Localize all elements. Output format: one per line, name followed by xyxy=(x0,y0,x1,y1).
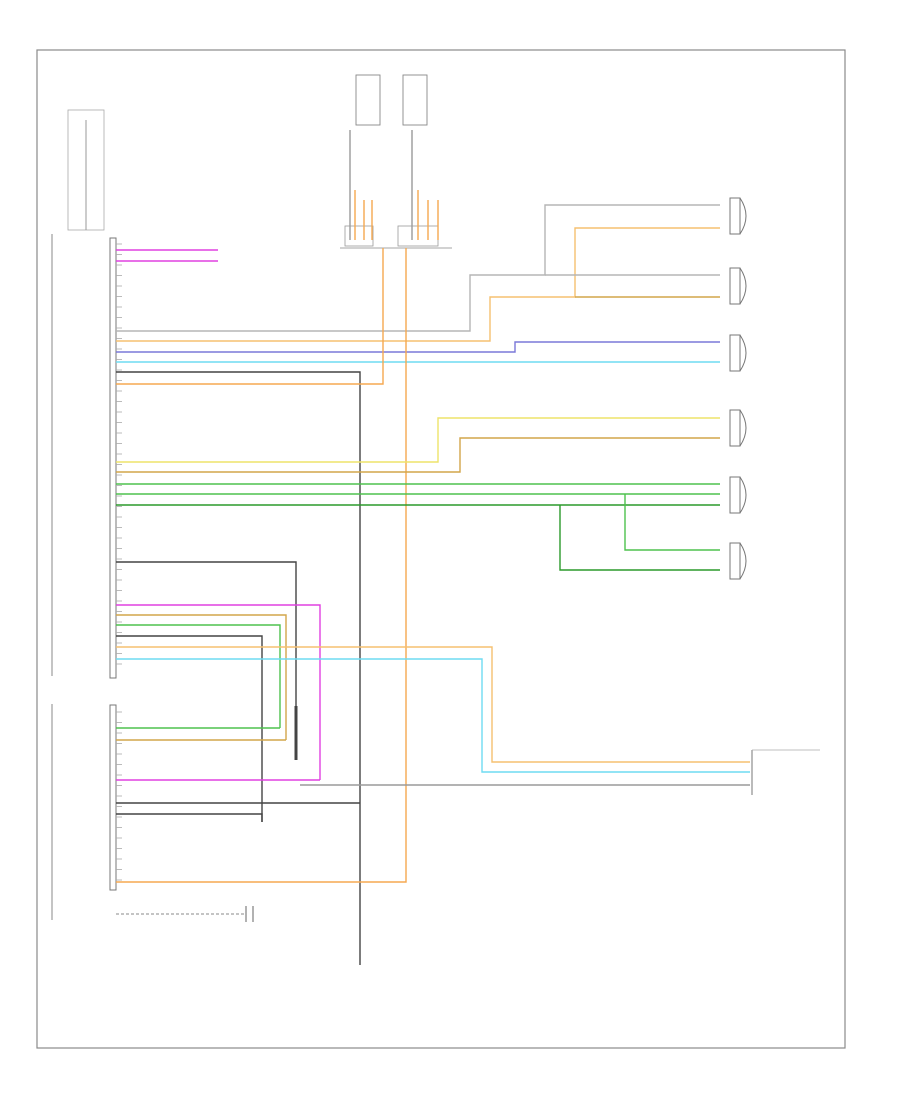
wires-right-door xyxy=(116,483,720,571)
speaker-left-rear xyxy=(729,267,747,305)
wires-left-door xyxy=(116,417,720,473)
speaker-right-door xyxy=(729,476,747,514)
amp-pin-ticks xyxy=(116,711,122,881)
antenna-component xyxy=(67,109,105,231)
fuse-feed-wires xyxy=(349,130,439,240)
speaker-right-front-tweeter xyxy=(729,542,747,580)
ground-and-feed-wires xyxy=(116,248,407,965)
wires-radio-lower xyxy=(116,561,750,822)
speaker-left-door xyxy=(729,409,747,447)
wires-left-front-tweeter xyxy=(116,204,720,342)
speaker-left-front-tweeter xyxy=(729,197,747,235)
wires-left-rear xyxy=(545,274,720,298)
switch-wire xyxy=(116,906,254,922)
fuse-box-left xyxy=(344,74,381,247)
amplifier-connector xyxy=(109,704,117,891)
speaker-right-rear xyxy=(729,334,747,372)
wires-amplifier xyxy=(116,706,750,822)
radio-pin-ticks xyxy=(116,243,122,665)
pink-wires-top xyxy=(116,249,218,262)
radio-connector xyxy=(109,237,117,679)
module-connector xyxy=(751,749,820,795)
diagram-frame xyxy=(36,49,846,1049)
wires-right-rear xyxy=(116,341,720,363)
